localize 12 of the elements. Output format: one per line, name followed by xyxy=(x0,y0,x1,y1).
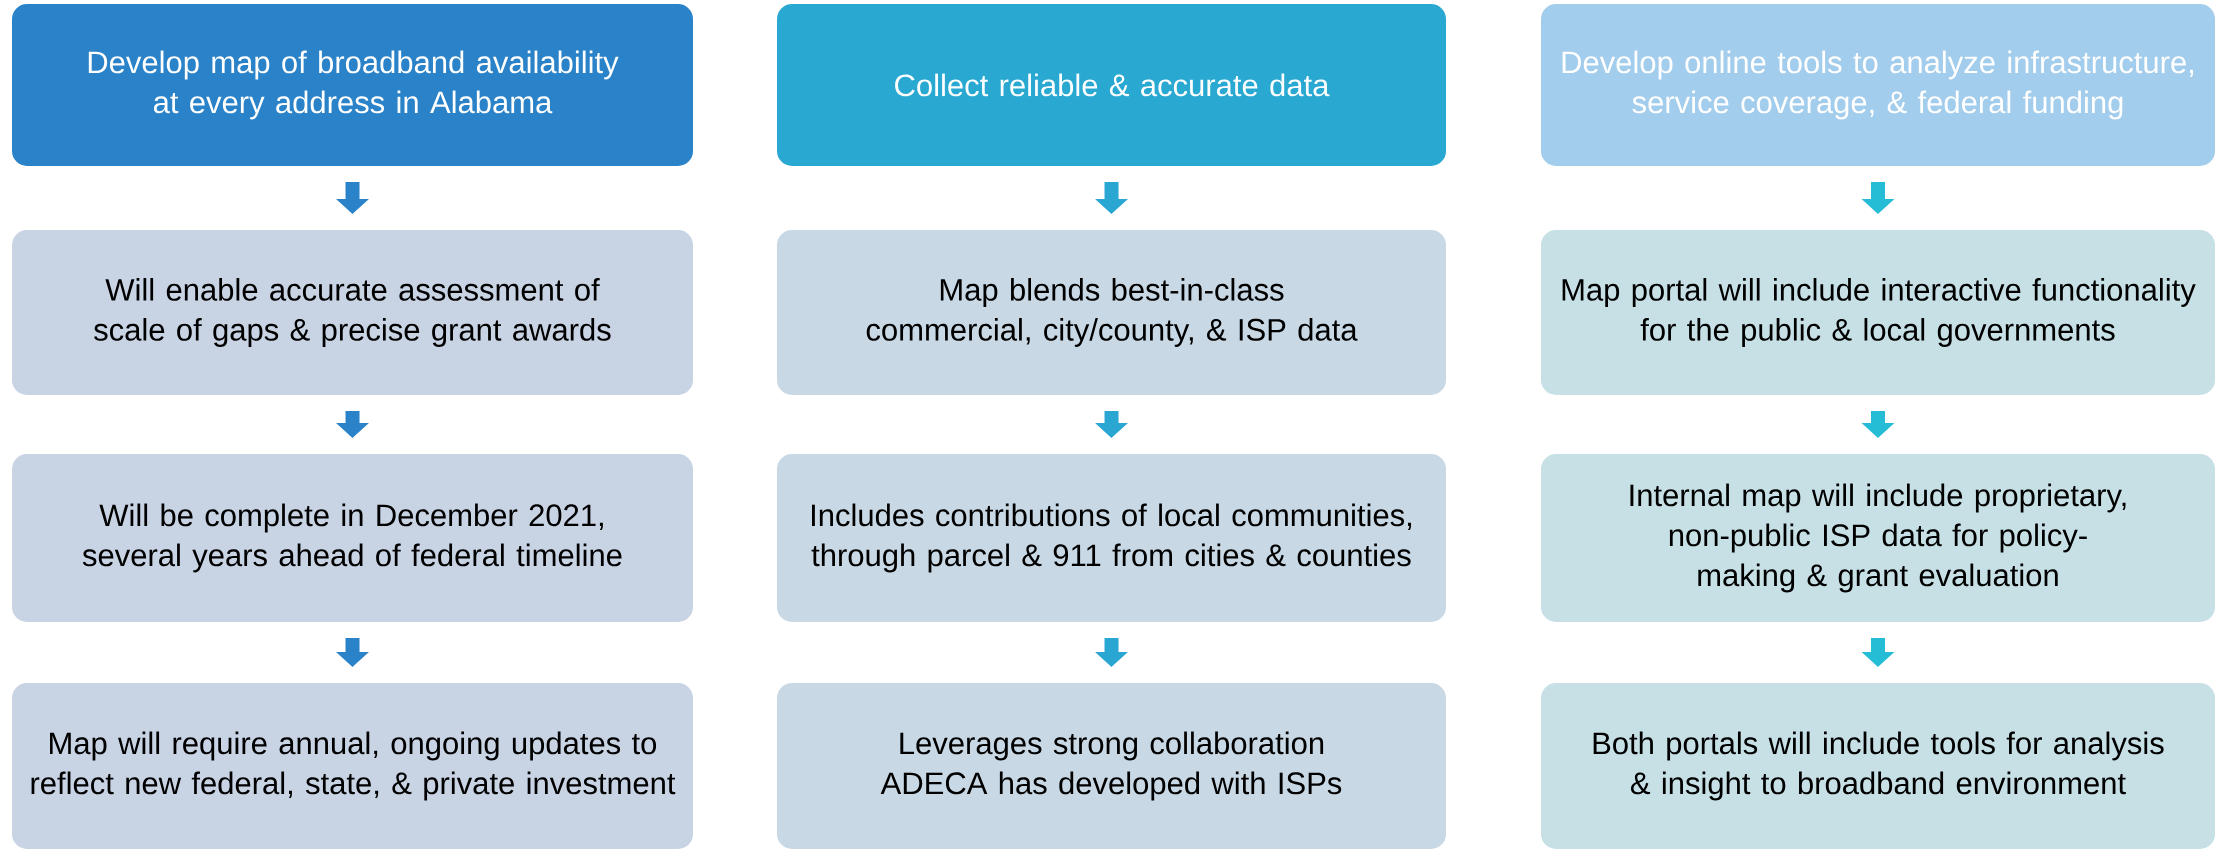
step-box: Map blends best-in-class commercial, city/county, & ISP data xyxy=(775,228,1448,397)
step-box: Map portal will include interactive functionality for the public & local governments xyxy=(1539,228,2217,397)
step-box: Map will require annual, ongoing updates to reflect new federal, state, & private investment xyxy=(10,681,695,851)
step-box: Internal map will include proprietary, non-public ISP data for policy-making & grant evaluation xyxy=(1539,452,2217,624)
step-box: Leverages strong collaboration ADECA has developed with ISPs xyxy=(775,681,1448,851)
header-box: Develop online tools to analyze infrastructure, service coverage, & federal funding xyxy=(1539,2,2217,168)
step-box: Will be complete in December 2021, several years ahead of federal timeline xyxy=(10,452,695,624)
step-box: Will enable accurate assessment of scale of gaps & precise grant awards xyxy=(10,228,695,397)
header-box: Collect reliable & accurate data xyxy=(775,2,1448,168)
header-box: Develop map of broadband availability at every address in Alabama xyxy=(10,2,695,168)
step-box: Includes contributions of local communities, through parcel & 911 from cities & counties xyxy=(775,452,1448,624)
step-box: Both portals will include tools for analysis & insight to broadband environment xyxy=(1539,681,2217,851)
